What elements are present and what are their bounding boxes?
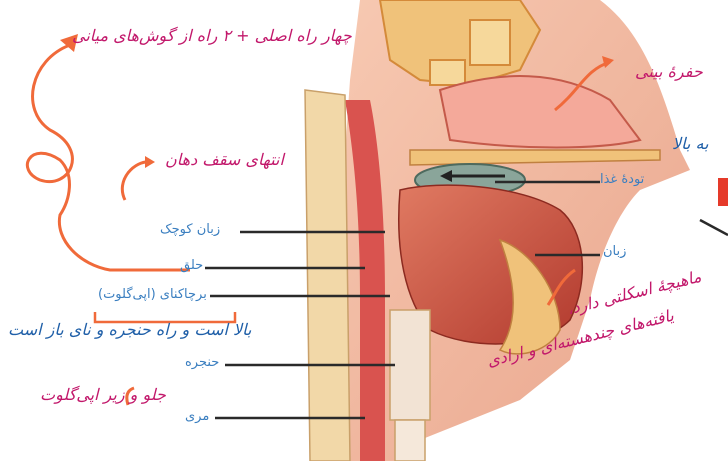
palate-arrow-head — [145, 156, 155, 168]
label-esophagus: مری — [185, 409, 209, 424]
red-mark — [718, 178, 728, 206]
sinus-block-small — [430, 60, 465, 85]
sinus-block — [470, 20, 510, 65]
label-pharynx: حلق — [180, 258, 203, 273]
right-edge-line — [700, 220, 728, 235]
note-four-ways: چهار راه اصلی + ۲ راه از گوش‌های میانی — [72, 26, 352, 45]
trachea — [395, 420, 425, 461]
label-epiglottis: برچاکنای (اپی‌گلوت) — [98, 287, 207, 302]
note-soft-palate-end: انتهای سقف دهان — [165, 150, 284, 169]
note-nasal-cavity: حفرهٔ بینی — [635, 62, 703, 81]
label-food-bolus: تودهٔ غذا — [600, 172, 644, 187]
palate-arrow — [122, 162, 150, 200]
label-tongue: زبان — [603, 244, 626, 259]
note-front-below: جلو و زیر اپی‌گلوت — [40, 385, 166, 404]
vertebrae — [305, 90, 350, 461]
larynx — [390, 310, 430, 420]
label-uvula: زبان کوچک — [160, 222, 220, 237]
note-epiglottis-open: بالا است و راه حنجره و نای باز است — [8, 320, 251, 339]
note-upward: به بالا — [672, 134, 709, 153]
label-larynx: حنجره — [185, 355, 219, 370]
